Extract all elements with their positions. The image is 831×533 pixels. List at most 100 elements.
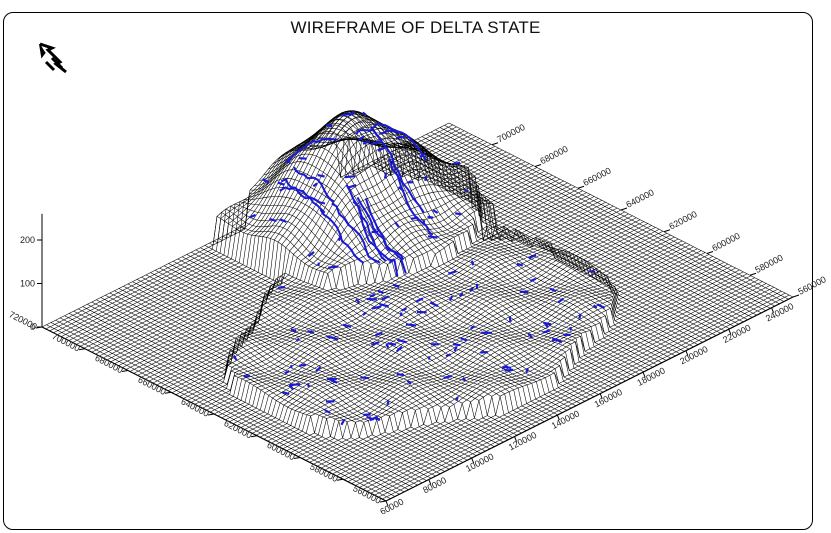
flow-vector — [315, 366, 322, 373]
flow-vector — [261, 178, 270, 184]
flow-vector — [355, 298, 361, 304]
x-tick — [428, 479, 432, 485]
flow-vector — [544, 323, 550, 329]
flow-stream — [331, 202, 381, 264]
flow-vector — [394, 221, 400, 228]
flow-vector — [549, 287, 557, 293]
flow-vector — [519, 290, 529, 294]
mesh-line-u — [123, 285, 468, 461]
flow-vector — [317, 174, 325, 178]
flow-vector — [307, 251, 315, 258]
mesh-line-u — [412, 140, 757, 316]
flow-vector — [366, 297, 377, 301]
flow-vector — [369, 293, 376, 298]
flow-vector — [424, 176, 428, 182]
flow-vector — [396, 372, 405, 377]
mesh-line-u — [136, 279, 482, 454]
flow-vector — [445, 353, 452, 358]
flow-vector — [377, 146, 387, 152]
flow-vector — [429, 301, 439, 308]
flow-vector — [325, 123, 333, 128]
mesh-line-u — [118, 288, 464, 463]
mesh-line-u — [55, 319, 400, 495]
mesh-line-u — [73, 310, 418, 486]
flow-vector — [555, 338, 563, 344]
flow-vector — [385, 343, 390, 349]
flow-vector — [458, 292, 464, 298]
flow-vector — [401, 307, 408, 312]
mesh-line-u — [349, 137, 694, 348]
y-right-tick-label: 700000 — [495, 122, 526, 145]
flow-vector — [312, 182, 318, 188]
flow-vector — [375, 331, 383, 337]
flow-vector — [295, 337, 300, 342]
flow-vector — [347, 183, 357, 189]
chart-title: WIREFRAME OF DELTA STATE — [290, 18, 541, 37]
y-right-tick — [491, 142, 499, 146]
flow-vector — [371, 341, 380, 346]
y-left-tick — [336, 478, 344, 481]
x-tick — [642, 371, 646, 378]
mesh-line-v — [282, 244, 690, 450]
flow-stream — [345, 184, 387, 262]
flow-vector — [232, 354, 238, 361]
mesh-line-u — [308, 110, 653, 368]
flow-vectors — [232, 110, 606, 426]
flow-vector — [469, 287, 474, 292]
flow-vector — [348, 110, 356, 117]
flow-stream — [280, 178, 326, 205]
mesh-line-u — [399, 147, 744, 323]
mesh-line-u — [236, 196, 581, 404]
flow-vector — [397, 338, 407, 344]
flow-vector — [371, 305, 382, 310]
flow-vector — [340, 418, 346, 426]
flow-vector — [464, 188, 469, 193]
flow-vector — [592, 304, 598, 309]
flow-vector — [386, 400, 390, 406]
mesh-line-u — [177, 258, 522, 434]
z-tick-label: 200 — [20, 235, 35, 245]
mesh-line-u — [231, 201, 577, 407]
y-right-tick — [620, 207, 628, 211]
mesh-line-u — [340, 133, 685, 352]
flow-vector — [405, 323, 417, 327]
x-tick — [728, 329, 732, 335]
flow-vector — [427, 215, 434, 219]
mesh-line-v — [343, 275, 752, 480]
flow-vector — [344, 175, 356, 179]
flow-vector — [448, 270, 457, 275]
mesh-line-u — [78, 308, 423, 484]
mesh-line-u — [408, 143, 753, 318]
y-left-tick — [250, 435, 258, 438]
mesh-line-u — [371, 142, 717, 336]
mesh-line-u — [141, 276, 486, 452]
mesh-line-u — [249, 169, 595, 397]
flow-vector — [281, 390, 290, 396]
mesh-line-u — [390, 152, 735, 327]
flow-vector — [460, 337, 468, 342]
surface-mesh — [41, 110, 794, 502]
y-right-tick-label: 640000 — [624, 187, 655, 210]
flow-stream — [388, 158, 434, 236]
flow-vector — [443, 374, 452, 380]
flow-vector — [525, 367, 529, 373]
mesh-line-u — [127, 283, 473, 459]
mesh-line-u — [105, 295, 450, 470]
mesh-line-u — [213, 211, 558, 416]
z-tick-label: 100 — [20, 279, 35, 289]
y-right-tick-label: 600000 — [710, 231, 741, 254]
flow-vector — [543, 321, 552, 326]
flow-vector — [501, 365, 509, 370]
flow-vector — [504, 368, 514, 372]
mesh-line-u — [96, 299, 441, 475]
mesh-line-u — [163, 265, 509, 441]
y-left-tick-label: 720000 — [7, 309, 38, 332]
flow-vector — [279, 218, 287, 223]
mesh-line-u — [421, 136, 767, 311]
flow-vector — [448, 295, 454, 302]
flow-vector — [357, 135, 365, 142]
flow-vector — [326, 335, 334, 339]
north-arrow-icon — [39, 42, 67, 74]
flow-vector — [383, 172, 388, 179]
mesh-line-u — [154, 270, 500, 445]
